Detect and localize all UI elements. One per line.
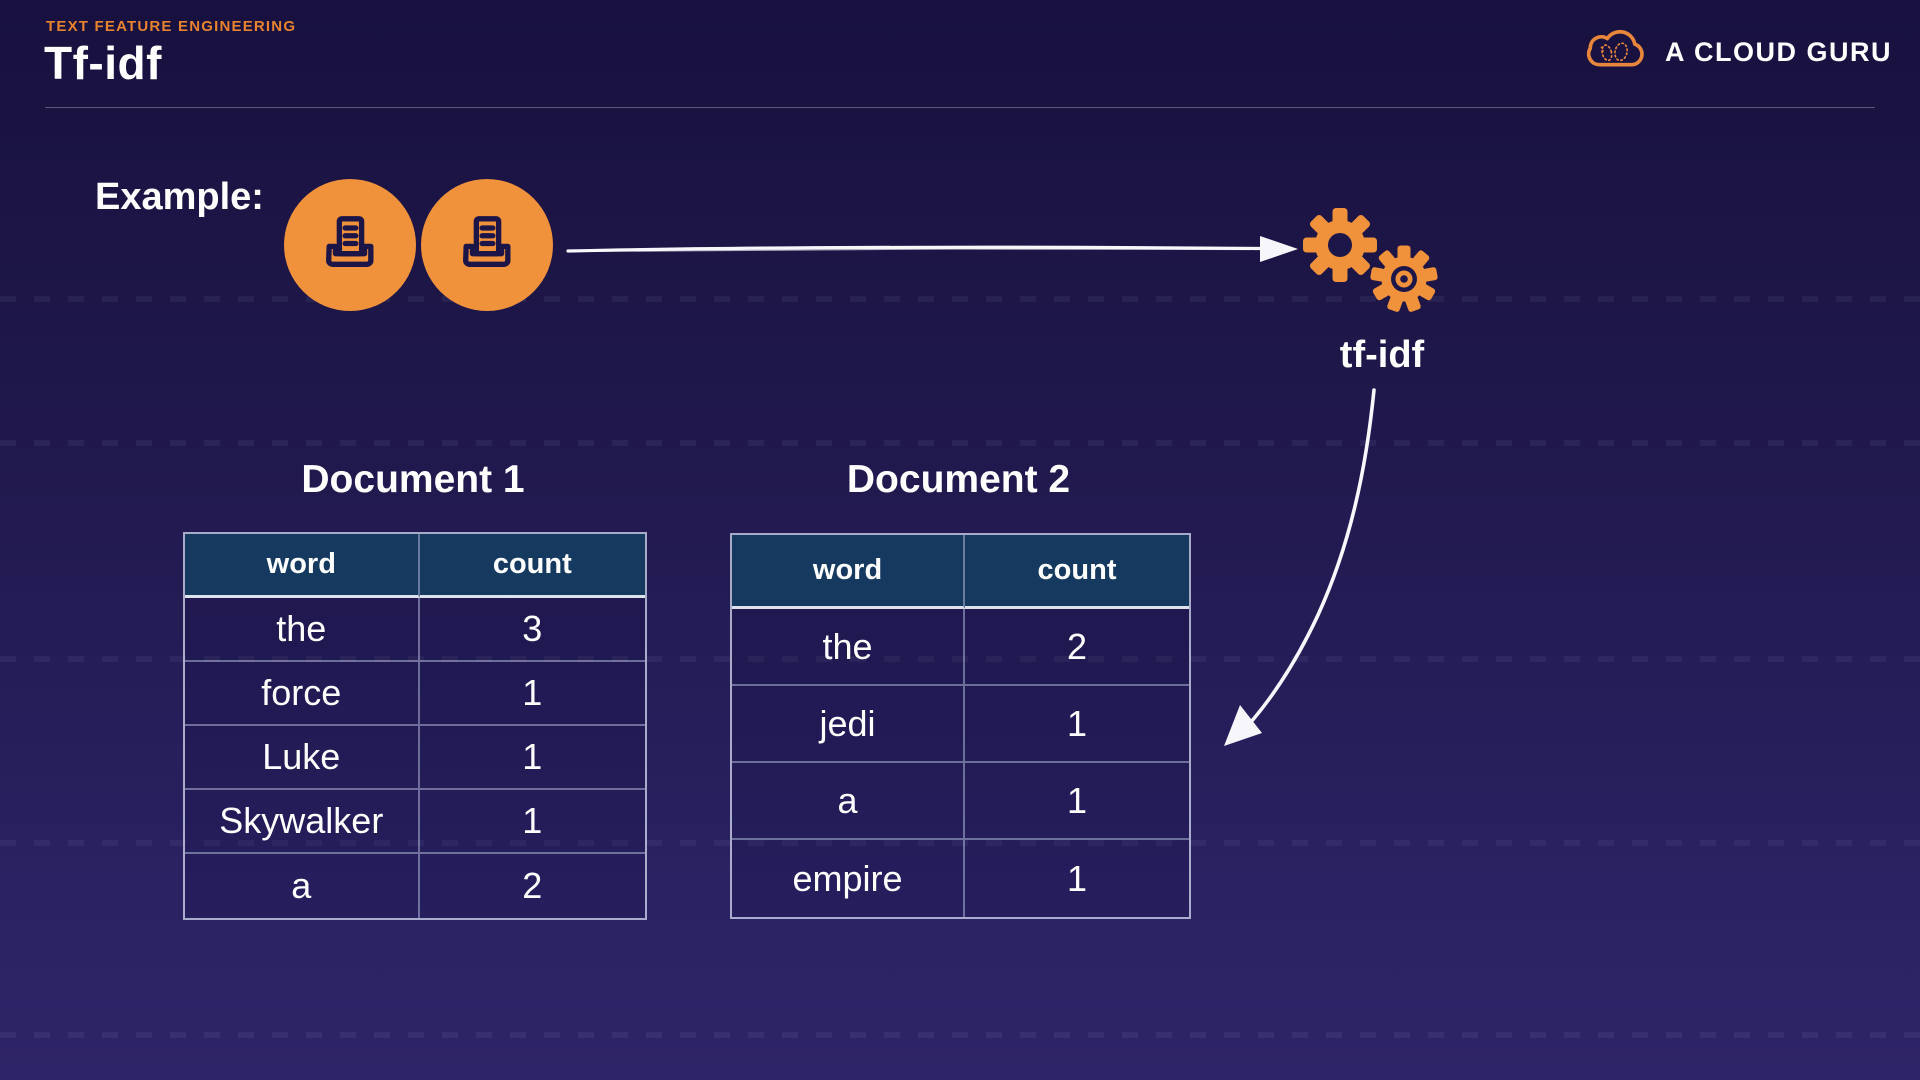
column-header-count: count [419, 534, 645, 598]
example-label: Example: [95, 176, 264, 218]
column-header-word: word [185, 534, 420, 598]
column-header-count: count [965, 535, 1189, 609]
table-cell-count: 1 [419, 662, 645, 726]
document-circle-1 [284, 179, 416, 311]
table-cell-word: empire [732, 840, 966, 917]
cloud-icon [1583, 26, 1649, 79]
table-cell-word: force [185, 662, 420, 726]
table-cell-count: 1 [965, 686, 1189, 763]
table-cell-count: 2 [965, 609, 1189, 686]
document-circle-2 [421, 179, 553, 311]
slide-eyebrow: TEXT FEATURE ENGINEERING [46, 18, 297, 35]
texture-band [0, 1032, 1920, 1038]
table-cell-word: the [732, 609, 966, 686]
table-cell-word: a [185, 854, 420, 918]
document-1-table: word count the 3 force 1 Luke 1 Skywalke… [183, 532, 647, 920]
texture-band [0, 440, 1920, 446]
arrow-right-icon [560, 225, 1320, 280]
table-cell-word: jedi [732, 686, 966, 763]
column-header-word: word [732, 535, 966, 609]
brand-name: A CLOUD GURU [1665, 37, 1892, 67]
document-tray-icon [456, 212, 518, 279]
table-cell-count: 2 [419, 854, 645, 918]
brand-logo: A CLOUD GURU [1583, 26, 1892, 79]
table-cell-word: Luke [185, 726, 420, 790]
table-cell-word: the [185, 598, 420, 662]
gears-icon [1295, 200, 1455, 335]
header-divider [45, 107, 1875, 108]
document-1-title: Document 1 [301, 458, 525, 501]
table-cell-count: 1 [419, 726, 645, 790]
curved-arrow-down-icon [1190, 375, 1410, 770]
document-tray-icon [319, 212, 381, 279]
document-2-title: Document 2 [846, 458, 1071, 501]
process-label: tf-idf [1339, 334, 1425, 376]
document-2-table: word count the 2 jedi 1 a 1 empire 1 [730, 533, 1191, 919]
table-cell-word: a [732, 763, 966, 840]
table-cell-count: 1 [419, 790, 645, 854]
table-cell-count: 3 [419, 598, 645, 662]
table-cell-count: 1 [965, 840, 1189, 917]
texture-band [0, 296, 1920, 302]
table-cell-count: 1 [965, 763, 1189, 840]
slide-title: Tf-idf [44, 37, 162, 89]
table-cell-word: Skywalker [185, 790, 420, 854]
